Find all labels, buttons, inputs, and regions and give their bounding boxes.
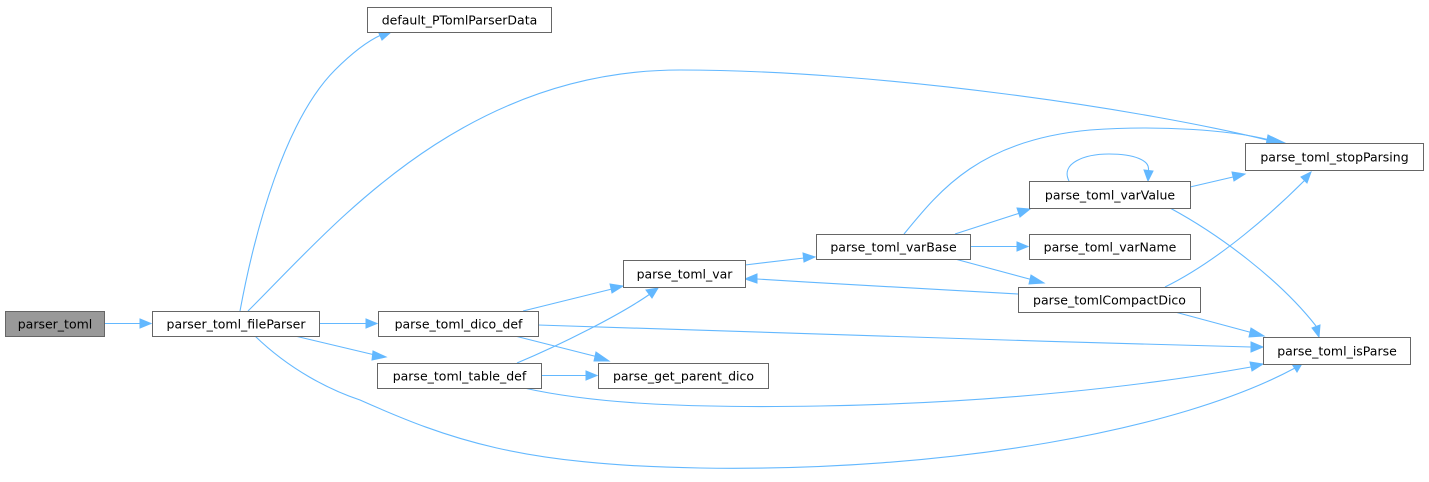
- edge-parse_toml_varBase-to-parse_tomlCompactDico: [954, 258, 1046, 285]
- edge-arrowhead: [802, 252, 817, 263]
- edge-line: [1189, 176, 1234, 188]
- node-box: [378, 311, 539, 337]
- edge-line: [522, 288, 613, 312]
- edge-arrowhead: [1248, 327, 1266, 338]
- edge-arrowhead: [585, 370, 599, 381]
- edge-arrowhead: [1300, 170, 1312, 184]
- edge-arrowhead: [1231, 171, 1247, 182]
- node-box: [623, 260, 746, 288]
- node-parse_toml_isParse[interactable]: parse_toml_isParse: [1263, 337, 1411, 365]
- node-label: parse_toml_table_def: [393, 369, 527, 384]
- node-label: parser_toml_fileParser: [167, 317, 307, 332]
- edge-arrowhead: [139, 318, 153, 329]
- node-label: parse_get_parent_dico: [613, 369, 754, 384]
- edge-parse_toml_dico_def-to-parse_get_parent_dico: [514, 335, 611, 362]
- edge-arrowhead: [1028, 274, 1046, 285]
- node-box: [377, 363, 542, 389]
- edge-parse_toml_var-to-parse_toml_varBase: [744, 252, 817, 266]
- node-box: [152, 311, 320, 337]
- edge-arrowhead: [1311, 324, 1321, 339]
- node-parser_toml_fileParser[interactable]: parser_toml_fileParser: [152, 311, 320, 337]
- edge-line: [254, 335, 1296, 469]
- edge-parse_toml_varValue-to-parse_toml_varValue: [1066, 153, 1154, 183]
- edge-line: [1174, 311, 1254, 334]
- edge-parser_toml_fileParser-to-parse_toml_isParse: [254, 335, 1304, 469]
- edge-parse_tomlCompactDico-to-parse_toml_isParse: [1174, 311, 1266, 338]
- node-label: parse_toml_varValue: [1045, 188, 1175, 203]
- node-parse_toml_varName[interactable]: parse_toml_varName: [1029, 234, 1191, 260]
- edge-arrowhead: [743, 273, 758, 284]
- node-parse_toml_varBase[interactable]: parse_toml_varBase: [816, 234, 971, 260]
- edge-line: [514, 335, 599, 358]
- edge-parse_toml_table_def-to-parse_get_parent_dico: [541, 370, 599, 381]
- node-box: [5, 311, 105, 337]
- node-box: [1245, 143, 1424, 171]
- node-box: [598, 363, 769, 389]
- edge-parser_toml_fileParser-to-default_PTomlParserData: [239, 30, 392, 312]
- node-label: parse_toml_isParse: [1277, 344, 1397, 359]
- node-box: [1029, 234, 1191, 260]
- edge-arrowhead: [1250, 341, 1265, 353]
- edge-parse_toml_varBase-to-parse_toml_varName: [970, 241, 1030, 252]
- edge-parse_tomlCompactDico-to-parse_toml_var: [743, 273, 1019, 295]
- node-label: parser_toml: [18, 317, 93, 332]
- node-box: [1029, 181, 1191, 209]
- node-box: [816, 234, 971, 260]
- edge-parse_toml_table_def-to-parse_toml_isParse: [523, 361, 1265, 408]
- edge-arrowhead: [609, 283, 625, 294]
- node-label: parse_toml_dico_def: [395, 317, 523, 332]
- node-parse_toml_varValue[interactable]: parse_toml_varValue: [1029, 181, 1191, 209]
- edge-arrowhead: [1016, 207, 1032, 218]
- edge-parser_toml-to-parser_toml_fileParser: [104, 318, 153, 329]
- edge-line: [294, 335, 376, 356]
- node-default_PTomlParserData[interactable]: default_PTomlParserData: [367, 7, 552, 33]
- edge-arrowhead: [1249, 361, 1265, 372]
- edge-arrowhead: [371, 350, 388, 361]
- edge-line: [1164, 179, 1306, 288]
- edge-arrowhead: [645, 287, 659, 299]
- edge-parser_toml_fileParser-to-parse_toml_dico_def: [319, 318, 379, 329]
- edge-line: [756, 278, 1019, 295]
- edge-line: [954, 258, 1034, 281]
- node-label: parse_toml_var: [637, 267, 734, 282]
- node-parse_tomlCompactDico[interactable]: parse_tomlCompactDico: [1018, 287, 1201, 313]
- node-parse_toml_stopParsing[interactable]: parse_toml_stopParsing: [1245, 143, 1424, 171]
- edge-parse_toml_varValue-to-parse_toml_isParse: [1169, 207, 1321, 339]
- node-label: parse_toml_varName: [1044, 240, 1177, 255]
- edge-line: [1066, 153, 1150, 182]
- node-parse_toml_var[interactable]: parse_toml_var: [623, 260, 746, 288]
- node-label: parse_toml_varBase: [830, 240, 957, 255]
- node-box: [1263, 337, 1411, 365]
- edge-line: [954, 212, 1021, 235]
- edge-arrowhead: [1143, 169, 1154, 183]
- node-parse_toml_table_def[interactable]: parse_toml_table_def: [377, 363, 542, 389]
- node-parse_toml_dico_def[interactable]: parse_toml_dico_def: [378, 311, 539, 337]
- edge-parse_toml_varBase-to-parse_toml_varValue: [954, 207, 1032, 235]
- node-label: parse_toml_stopParsing: [1260, 150, 1408, 165]
- edge-parse_toml_dico_def-to-parse_toml_var: [522, 283, 625, 312]
- edge-line: [1169, 207, 1317, 327]
- edge-line: [903, 127, 1271, 235]
- edge-line: [537, 324, 1252, 348]
- edge-parse_tomlCompactDico-to-parse_toml_stopParsing: [1164, 170, 1312, 288]
- edge-line: [247, 69, 1276, 312]
- node-label: default_PTomlParserData: [382, 13, 538, 28]
- edge-arrowhead: [1016, 241, 1030, 252]
- edge-line: [239, 34, 382, 312]
- edge-parser_toml_fileParser-to-parse_toml_table_def: [294, 335, 388, 361]
- edge-parse_toml_varValue-to-parse_toml_stopParsing: [1189, 171, 1247, 188]
- edge-parse_toml_dico_def-to-parse_toml_isParse: [537, 324, 1265, 353]
- edge-line: [523, 366, 1252, 408]
- node-label: parse_tomlCompactDico: [1033, 293, 1186, 308]
- edge-line: [744, 257, 805, 266]
- edge-arrowhead: [593, 351, 611, 362]
- node-box: [367, 7, 552, 33]
- edge-line: [516, 293, 651, 364]
- edge-parse_toml_table_def-to-parse_toml_var: [516, 287, 659, 364]
- edge-arrowhead: [365, 318, 379, 329]
- node-parser_toml[interactable]: parser_toml: [5, 311, 105, 337]
- node-box: [1018, 287, 1201, 313]
- node-parse_get_parent_dico[interactable]: parse_get_parent_dico: [598, 363, 769, 389]
